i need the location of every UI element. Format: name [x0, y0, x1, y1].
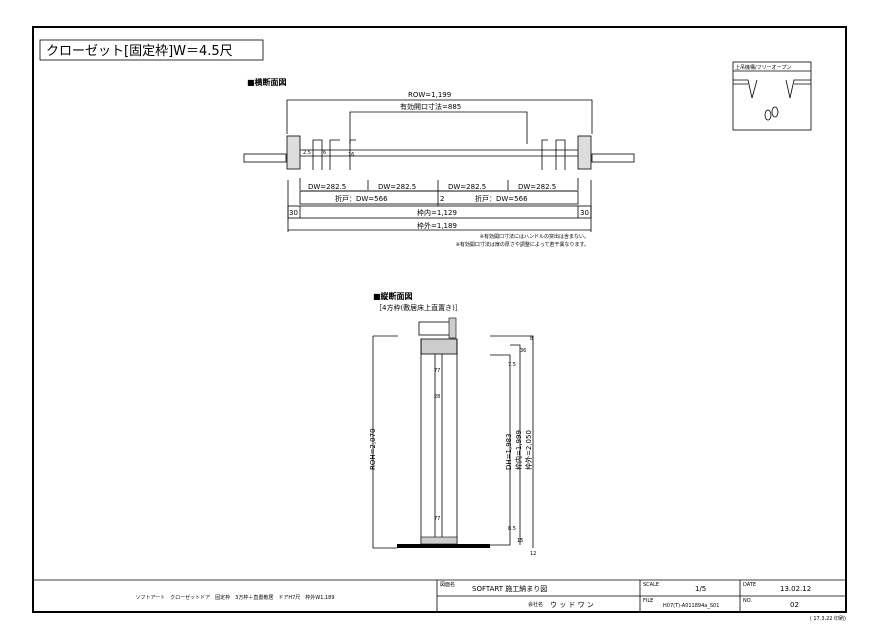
label: FILE — [643, 598, 653, 604]
label: NO. — [743, 598, 752, 604]
dim: 7.5 — [508, 362, 516, 368]
dim: 8.5 — [508, 526, 516, 532]
inset-label: 上吊機構/フリーオープン — [735, 64, 791, 71]
sheet-border — [32, 26, 847, 613]
vertical-section: ■縦断面図 ［4方枠(敷居床上直置き)］ ROH=2,070 DH=1,983 … — [369, 291, 536, 557]
plan-section: ■横断面図 ROW=1,199 有効開口寸法=885 2.5 6 16 DW=2… — [243, 77, 635, 248]
title-box — [39, 39, 264, 61]
drawing-name: SOFTART 施工納まり図 — [472, 584, 547, 593]
page-title: クローゼット[固定枠]W＝4.5尺 — [46, 44, 233, 59]
scale-value: 1/5 — [695, 585, 706, 593]
label: DATE — [743, 582, 756, 588]
small-dim: 16 — [348, 152, 354, 158]
dim: 77 — [434, 516, 440, 522]
inner-dimension: 枠内=1,129 — [417, 208, 457, 217]
note: ※有効開口寸法にはハンドルの突出は含まない。 — [480, 233, 589, 240]
section-heading: ■縦断面図 — [373, 291, 413, 301]
date-value: 13.02.12 — [780, 585, 811, 593]
inset-mechanism: 上吊機構/フリーオープン — [732, 61, 812, 131]
dw-dimension: DW=282.5 — [378, 183, 416, 191]
opening-dimension: 有効開口寸法=885 — [400, 102, 461, 111]
side-dim-right: 30 — [580, 209, 589, 217]
label: 会社名 — [528, 601, 543, 608]
file-name: H07(T)-A011894a_S01 — [663, 603, 719, 609]
gap-dim: 2 — [440, 195, 444, 203]
dim: 28 — [434, 394, 440, 400]
row-dimension: ROW=1,199 — [408, 91, 451, 99]
fold-door-right: 折戸：DW=566 — [475, 194, 528, 203]
outer-height: 枠外=2,050 — [524, 430, 533, 470]
dim: 15 — [517, 538, 523, 544]
title-block: ソフトアート クローゼットドア 固定枠 3方枠＋直置敷居 ドアH7尺 枠外W1,… — [33, 579, 846, 622]
dw-dimension: DW=282.5 — [308, 183, 346, 191]
dim: 77 — [434, 368, 440, 374]
fold-door-left: 折戸：DW=566 — [335, 194, 388, 203]
side-dim-left: 30 — [289, 209, 298, 217]
print-date: ( 17.3.22 印刷) — [810, 615, 846, 622]
outer-dimension: 枠外=1,189 — [417, 221, 457, 230]
dw-dimension: DW=282.5 — [448, 183, 486, 191]
section-subheading: ［4方枠(敷居床上直置き)］ — [375, 303, 462, 312]
drawing-description: ソフトアート クローゼットドア 固定枠 3方枠＋直置敷居 ドアH7尺 枠外W1,… — [135, 594, 334, 601]
small-dim: 6 — [323, 150, 326, 156]
note: ※有効開口寸法は扉の厚さや調整によって若干異なります。 — [456, 241, 589, 248]
dim: 12 — [530, 551, 536, 557]
inner-height: 枠内=1,999 — [514, 430, 523, 470]
sheet-number: 02 — [790, 601, 799, 609]
label: SCALE — [643, 582, 659, 588]
company-name: ウ ッ ド ワ ン — [550, 601, 594, 609]
dim: 36 — [520, 348, 526, 354]
plan-heading: ■横断面図 — [247, 77, 287, 87]
dw-dimension: DW=282.5 — [518, 183, 556, 191]
small-dim: 2.5 — [303, 150, 311, 156]
dim: 8 — [530, 336, 533, 342]
label: 図面名 — [440, 581, 455, 588]
roh-dimension: ROH=2,070 — [369, 428, 377, 470]
dh-dimension: DH=1,983 — [505, 433, 513, 470]
